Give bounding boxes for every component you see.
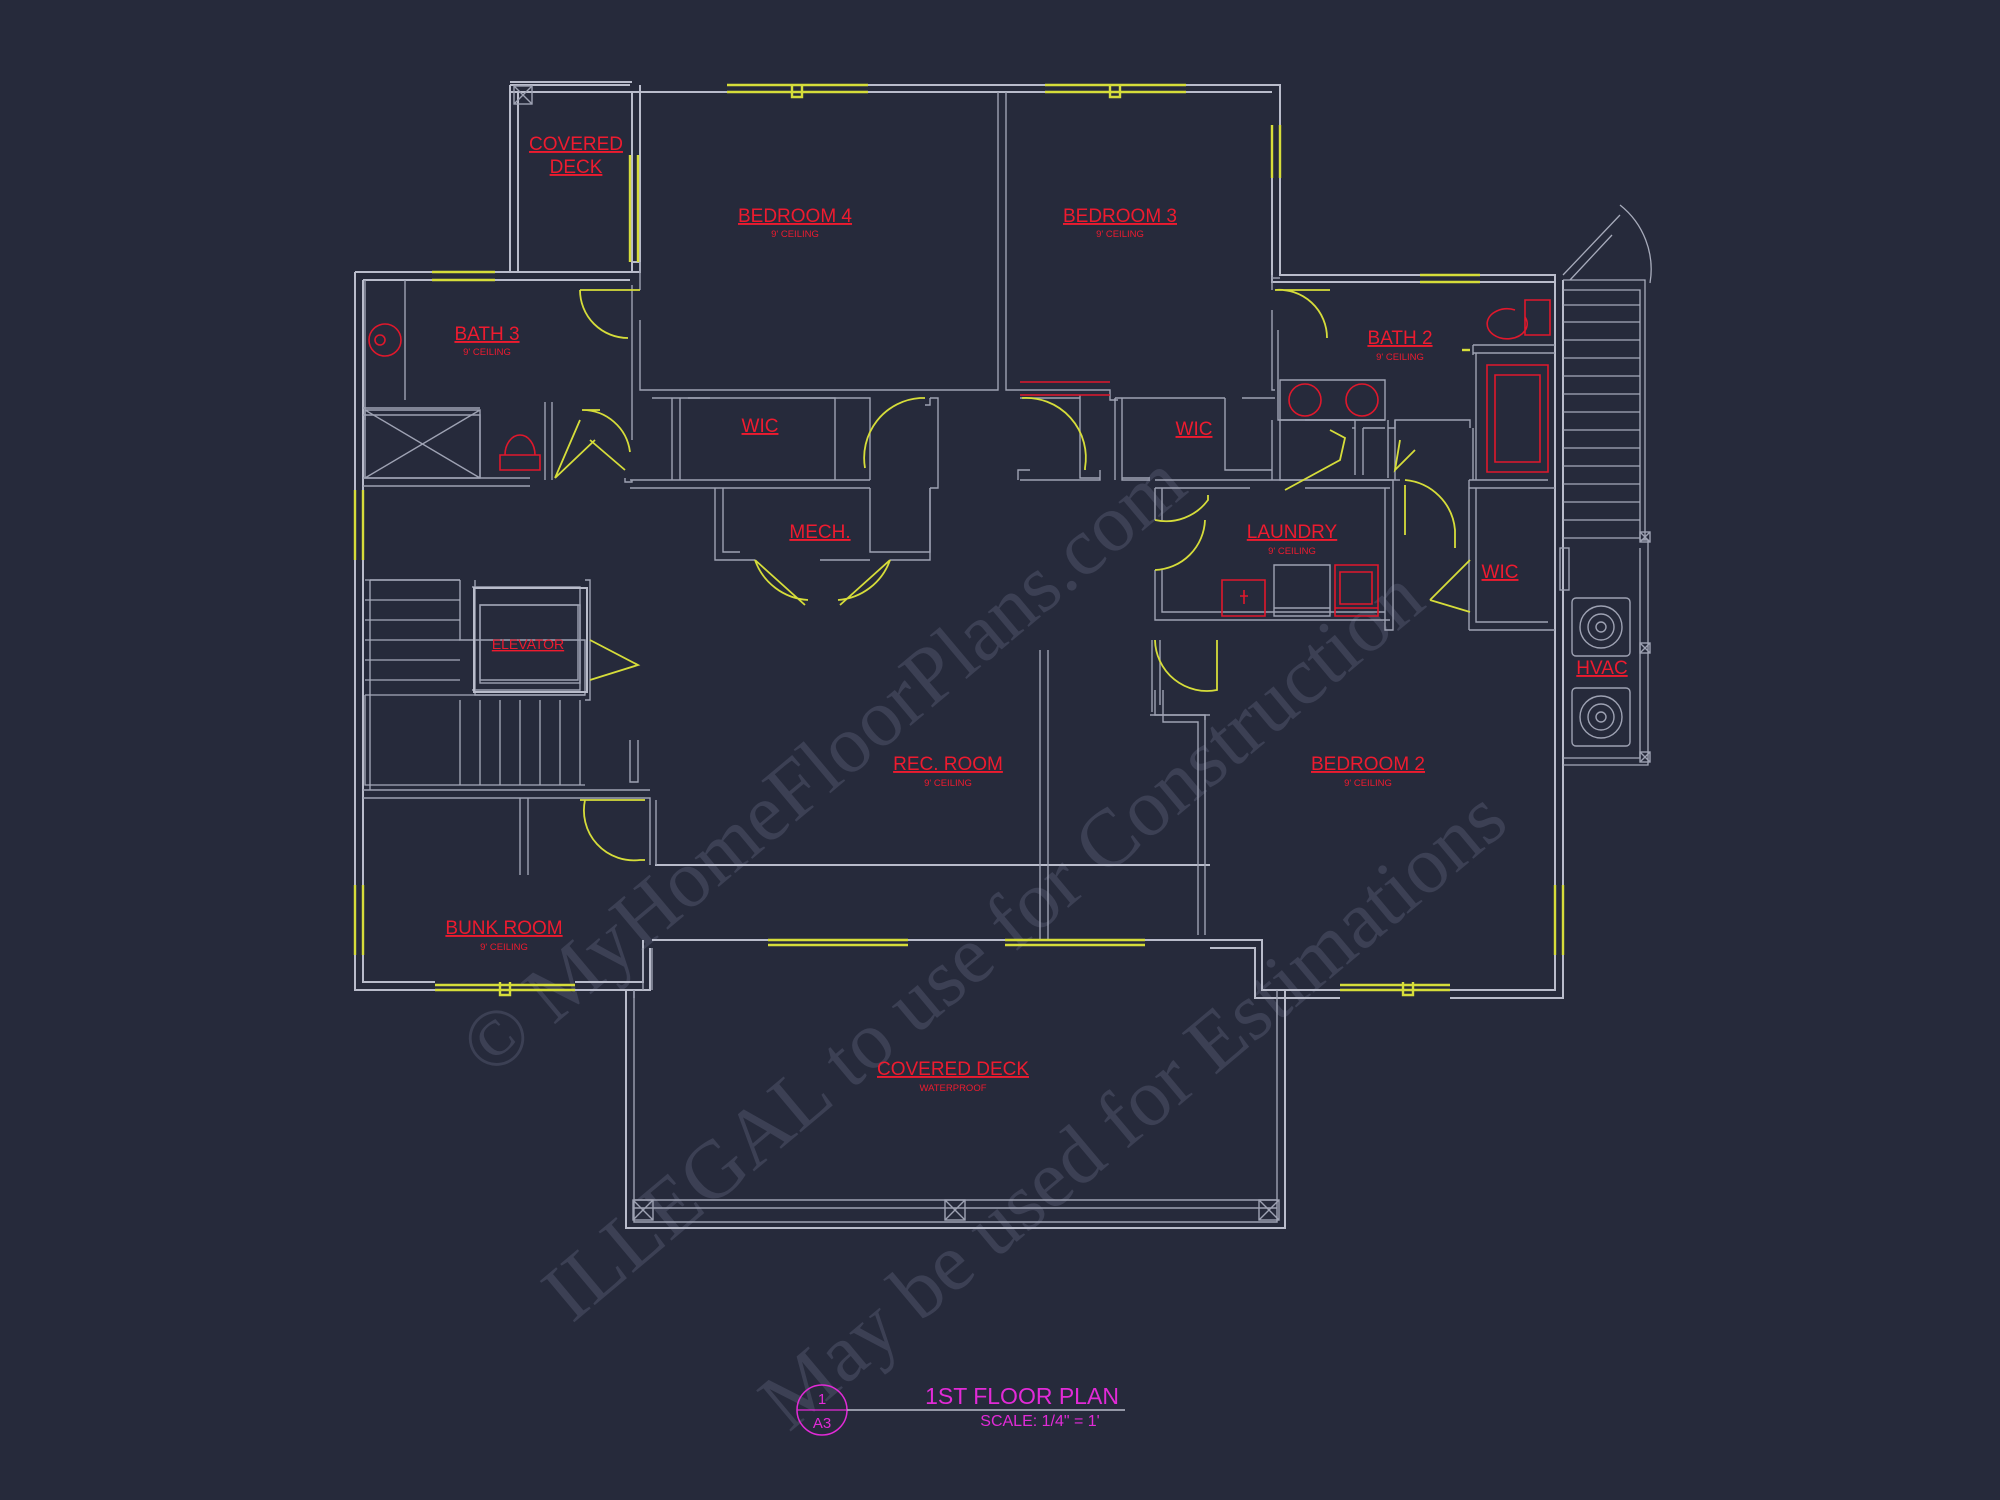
bath2-toilet-icon: [1486, 299, 1551, 340]
label-bedroom-2-ceiling: 9' CEILING: [1344, 778, 1392, 789]
label-rec-room: REC. ROOM: [893, 754, 1003, 775]
laundry-sink-icon: [1221, 579, 1266, 617]
bath3-sink-icon: [368, 323, 402, 357]
deck-post-icon: [513, 85, 533, 105]
label-bath-2-ceiling: 9' CEILING: [1376, 352, 1424, 363]
label-bedroom-2: BEDROOM 2: [1311, 754, 1425, 775]
label-bedroom-3: BEDROOM 3: [1063, 206, 1177, 227]
title-block: 1 A3 1ST FLOOR PLAN SCALE: 1/4" = 1': [796, 1383, 1125, 1436]
label-rec-room-ceiling: 9' CEILING: [924, 778, 972, 789]
bath2-tub-icon: [1486, 364, 1549, 473]
main-covered-deck: [625, 948, 1286, 1229]
label-wic-right: WIC: [1482, 562, 1519, 583]
label-hvac: HVAC: [1576, 658, 1627, 679]
label-bath-3-ceiling: 9' CEILING: [463, 347, 511, 358]
label-bunk-room: BUNK ROOM: [445, 918, 562, 939]
sheet-number: A3: [813, 1415, 831, 1432]
windows: [353, 83, 1565, 997]
plan-title: 1ST FLOOR PLAN: [925, 1383, 1119, 1409]
hvac-units: [1559, 547, 1631, 747]
bath2-sink-left-icon: [1288, 383, 1322, 417]
left-stair: [364, 579, 585, 786]
label-laundry-ceiling: 9' CEILING: [1268, 546, 1316, 557]
label-mech: MECH.: [789, 522, 850, 543]
detail-number: 1: [818, 1391, 826, 1408]
deck-post-icon: [944, 1199, 966, 1221]
watermark: © MyHomeFloorPlans.com ILLEGAL to use fo…: [443, 435, 1523, 1447]
label-bunk-room-ceiling: 9' CEILING: [480, 942, 528, 953]
doors: [554, 288, 1471, 862]
label-covered-deck-main: COVERED DECK: [877, 1059, 1029, 1080]
hvac-fan-icon: [1579, 605, 1623, 649]
washer-dryer-icon: [1334, 564, 1379, 617]
bath3-toilet-icon: [499, 434, 541, 471]
deck-post-icon: [632, 1199, 654, 1221]
label-bedroom-4-ceiling: 9' CEILING: [771, 229, 819, 240]
elevator-shaft: [473, 587, 588, 693]
label-wic-left: WIC: [742, 416, 779, 437]
fixtures: [364, 299, 1551, 617]
label-bedroom-4: BEDROOM 4: [738, 206, 852, 227]
label-covered-deck-main-sub: WATERPROOF: [919, 1083, 986, 1094]
stair-post-icon: [1639, 531, 1651, 763]
label-bedroom-3-ceiling: 9' CEILING: [1096, 229, 1144, 240]
label-bath-2: BATH 2: [1367, 328, 1432, 349]
hvac-fan-icon: [1579, 695, 1623, 739]
plan-scale: SCALE: 1/4" = 1': [980, 1413, 1099, 1430]
interior-walls: [363, 92, 1555, 940]
deck-post-icon: [1258, 1199, 1280, 1221]
label-elevator: ELEVATOR: [492, 636, 564, 652]
label-wic-center: WIC: [1176, 419, 1213, 440]
right-stair: [1562, 204, 1652, 766]
label-laundry: LAUNDRY: [1247, 522, 1338, 543]
label-bath-3: BATH 3: [454, 324, 519, 345]
bath2-sink-right-icon: [1345, 383, 1379, 417]
